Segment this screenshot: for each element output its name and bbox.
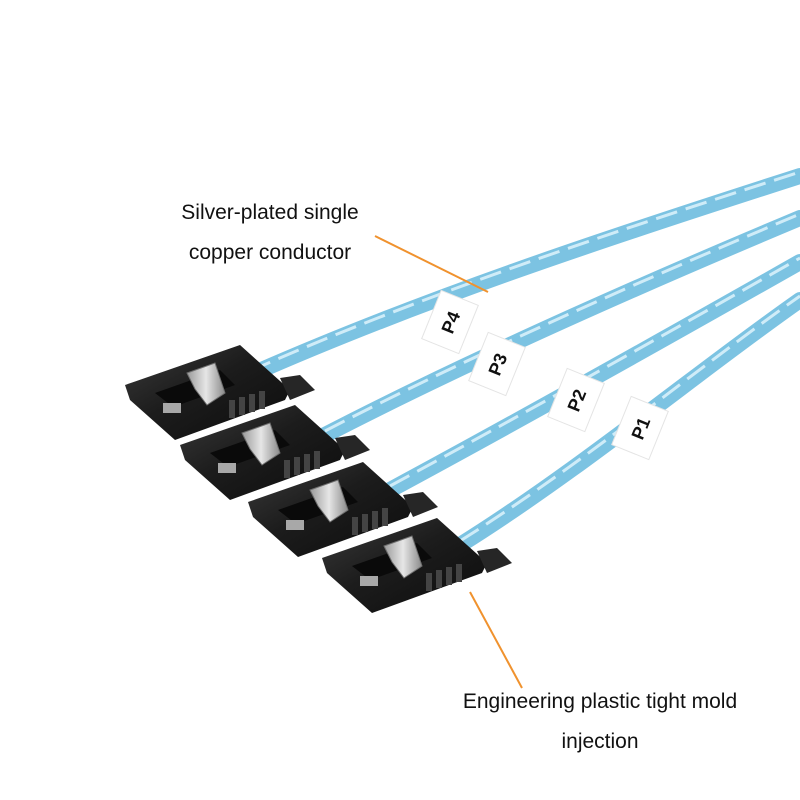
callout-connector: Engineering plastic tight mold injection bbox=[420, 682, 780, 762]
cable-p3 bbox=[317, 210, 800, 443]
callout-conductor: Silver-plated single copper conductor bbox=[150, 193, 390, 273]
callout-connector-line1: Engineering plastic tight mold bbox=[462, 690, 738, 713]
callout-conductor-line1: Silver-plated single bbox=[181, 201, 359, 224]
tag-p4: P4 bbox=[421, 289, 479, 355]
tag-p1: P1 bbox=[611, 395, 669, 461]
callout-conductor-line2: copper conductor bbox=[188, 241, 352, 264]
cable-p2 bbox=[382, 254, 800, 498]
tag-p2: P2 bbox=[547, 367, 605, 433]
connector-p3 bbox=[180, 405, 370, 500]
connector-p1 bbox=[322, 518, 512, 613]
callout-connector-line2: injection bbox=[561, 730, 639, 753]
cable-p4 bbox=[242, 168, 800, 383]
connector-p2 bbox=[248, 462, 438, 557]
leader-line-connector bbox=[469, 591, 523, 689]
connector-p4 bbox=[125, 345, 315, 440]
tag-p3: P3 bbox=[468, 331, 526, 397]
leader-line-conductor bbox=[374, 235, 489, 293]
